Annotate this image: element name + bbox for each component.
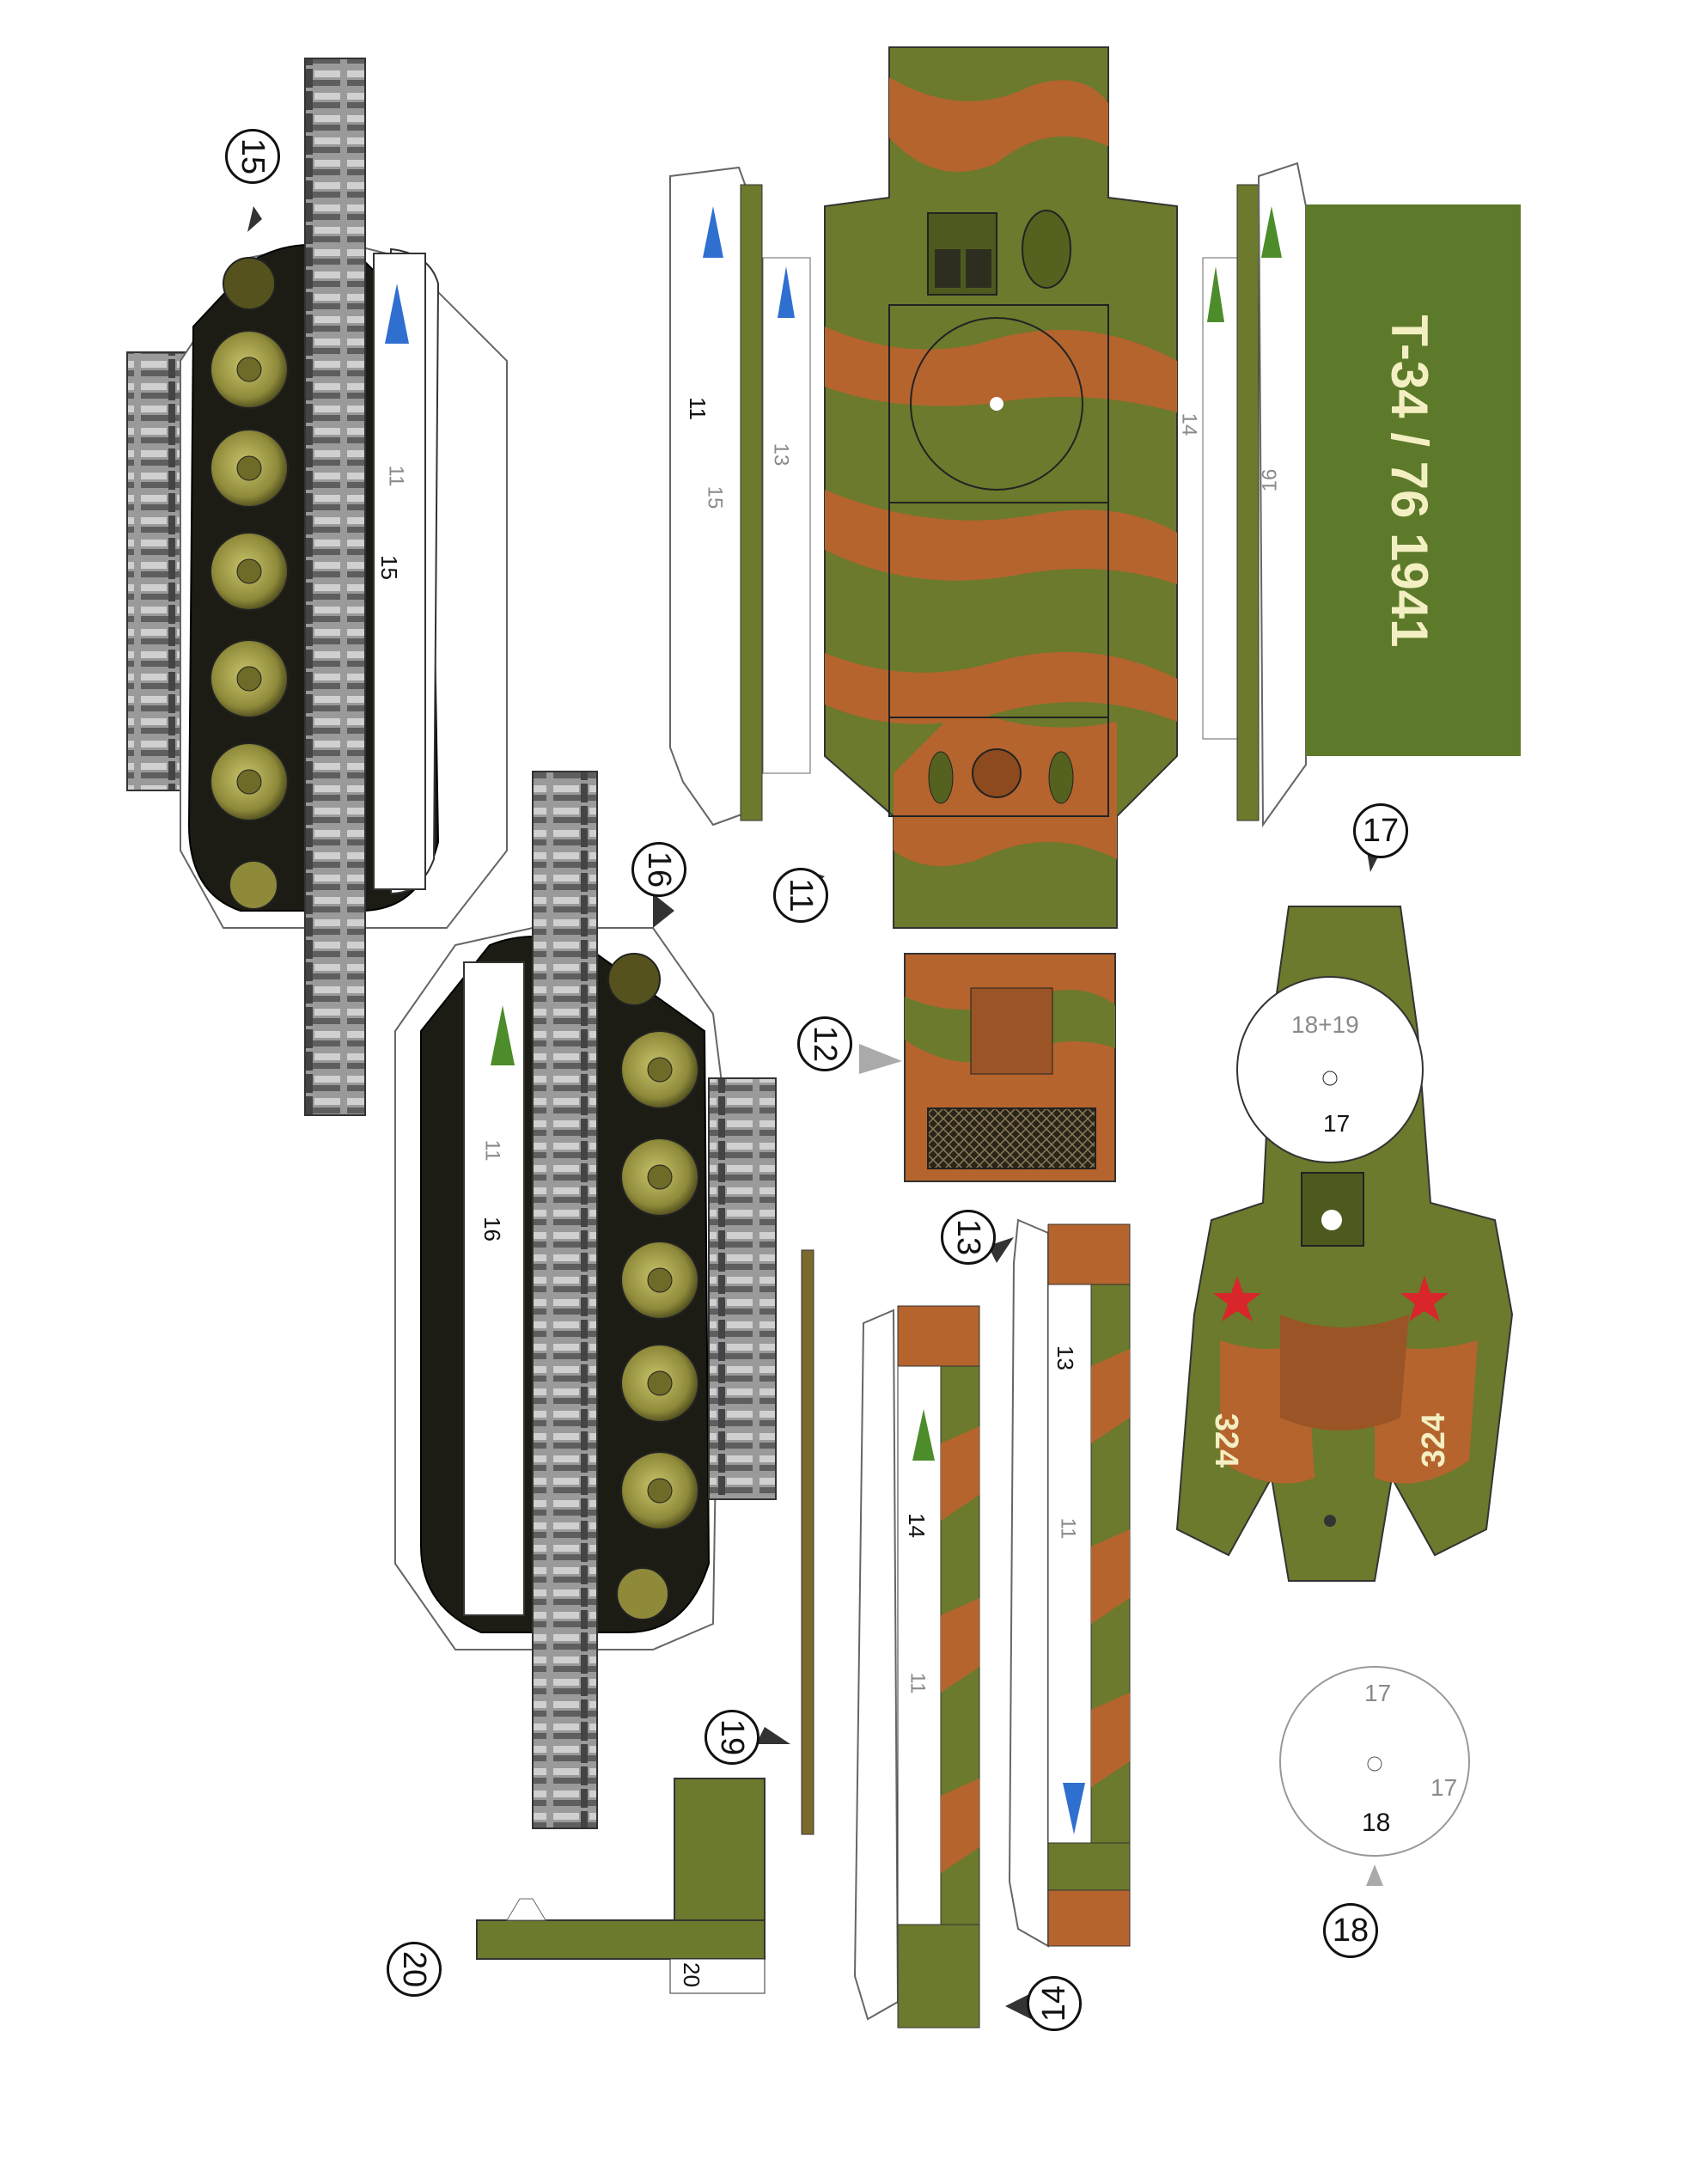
model-title: T-34 / 76 1941 bbox=[1381, 314, 1438, 648]
turret-number-right: 324 bbox=[1416, 1412, 1453, 1468]
part-badge-17: 17 bbox=[1353, 803, 1408, 858]
part-badge-19: 19 bbox=[705, 1710, 759, 1765]
hull-label-16: 16 bbox=[1258, 468, 1282, 492]
hull-part-11 bbox=[669, 46, 1307, 929]
hull-label-15: 15 bbox=[703, 485, 727, 509]
red-star-icon bbox=[1213, 1276, 1261, 1321]
hatch-icon bbox=[1301, 1172, 1364, 1247]
track-assembly-15 bbox=[126, 58, 508, 1116]
part-badge-16: 16 bbox=[631, 842, 686, 897]
part-badge-14: 14 bbox=[1027, 1976, 1082, 2031]
hull-label-14: 14 bbox=[1177, 412, 1201, 436]
gun-label-20: 20 bbox=[678, 1962, 705, 1987]
track15-label-11: 11 bbox=[384, 465, 408, 487]
strip13-label-13: 13 bbox=[1052, 1345, 1078, 1370]
part-badge-12: 12 bbox=[797, 1016, 852, 1071]
hull-label-13: 13 bbox=[769, 442, 793, 467]
direction-arrow-icon bbox=[491, 1005, 515, 1065]
disc-label-17-top: 17 bbox=[1364, 1680, 1392, 1706]
hull-label-11: 11 bbox=[685, 397, 711, 420]
part-badge-11: 11 bbox=[773, 868, 828, 923]
part-badge-13: 13 bbox=[941, 1210, 996, 1265]
disc-label-18: 18 bbox=[1362, 1809, 1391, 1837]
title-block bbox=[1306, 204, 1521, 756]
strip14-label-14: 14 bbox=[903, 1513, 930, 1538]
track16-label-16: 16 bbox=[479, 1217, 505, 1242]
turret-label-18-19: 18+19 bbox=[1291, 1011, 1359, 1038]
road-wheel-icon bbox=[210, 257, 289, 910]
turret-label-17: 17 bbox=[1323, 1110, 1351, 1137]
track15-label-15: 15 bbox=[375, 555, 402, 580]
track-assembly-16 bbox=[394, 771, 777, 1829]
strip14-label-11: 11 bbox=[906, 1672, 930, 1694]
turret-part-17 bbox=[1175, 906, 1514, 1582]
turret-number-left: 324 bbox=[1208, 1412, 1245, 1468]
red-star-icon bbox=[1400, 1276, 1449, 1321]
part-badge-20: 20 bbox=[387, 1942, 442, 1997]
track16-label-11: 11 bbox=[480, 1139, 504, 1162]
road-wheel-icon bbox=[607, 953, 699, 1620]
strip13-label-11: 11 bbox=[1056, 1517, 1080, 1540]
rod-part-19 bbox=[801, 1249, 814, 1835]
strip-part-14 bbox=[853, 1305, 980, 2029]
rear-plate-part-12 bbox=[904, 953, 1116, 1182]
gun-part-20 bbox=[476, 1778, 766, 1994]
direction-arrow-icon bbox=[385, 284, 409, 344]
part-badge-18: 18 bbox=[1323, 1903, 1378, 1958]
disc-label-17-right: 17 bbox=[1430, 1774, 1458, 1801]
part-badge-15: 15 bbox=[225, 129, 280, 184]
strip-part-13 bbox=[1008, 1218, 1131, 1948]
